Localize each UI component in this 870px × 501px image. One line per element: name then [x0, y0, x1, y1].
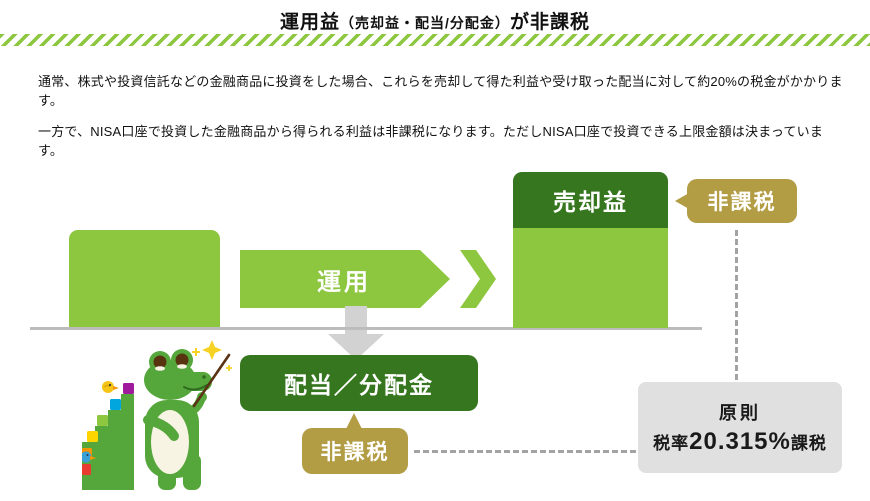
- tax-free-bottom-badge: 非課税: [302, 428, 408, 474]
- tax-note-title: 原則: [719, 403, 761, 423]
- page-title: 運用益（売却益・配当/分配金）が非課税: [0, 7, 870, 34]
- operation-arrow-label: 運用: [317, 268, 371, 296]
- blue-bird-icon: [82, 451, 96, 463]
- tax-free-top-badge: 非課税: [687, 179, 797, 223]
- title-main-right: が非課税: [509, 12, 590, 33]
- sale-gain-box: 売却益: [513, 172, 668, 228]
- tax-note-rate-line: 税率20.315%課税: [653, 428, 827, 456]
- mascot-left-arm: [143, 415, 179, 441]
- intro-paragraph-2: 一方で、NISA口座で投資した金融商品から得られる利益は非課税になります。ただし…: [38, 124, 824, 158]
- sparkle-icon: [192, 340, 232, 371]
- tax-rate-suffix: 課税: [790, 434, 827, 453]
- title-paren: （売却益・配当/分配金）: [340, 15, 510, 31]
- tax-rate-prefix: 税率: [653, 434, 690, 453]
- tax-rate-value: 20.315%: [689, 428, 791, 455]
- title-main-left: 運用益: [280, 12, 341, 33]
- tax-rate-note-box: 原則 税率20.315%課税: [638, 382, 842, 473]
- dashed-connector-vertical: [735, 230, 738, 380]
- crocodile-mascot-illustration: [82, 340, 232, 490]
- dashed-connector-horizontal: [414, 450, 636, 453]
- yellow-bird-icon: [102, 381, 119, 393]
- pointer-stick: [192, 353, 231, 408]
- intro-paragraph-1: 通常、株式や投資信託などの金融商品に投資をした場合、これらを売却して得た利益や受…: [38, 74, 843, 108]
- principal-portion-of-bar: [513, 228, 668, 328]
- tax-free-top-bubble-tail: [675, 193, 689, 209]
- ground-baseline: [30, 327, 702, 330]
- down-arrow-icon: [328, 306, 384, 360]
- stair-tail: [82, 394, 134, 490]
- operation-arrow-shape: [240, 250, 496, 308]
- principal-investment-block: [69, 230, 220, 328]
- stripe-divider: [0, 34, 870, 46]
- tax-free-bottom-bubble-tail: [346, 413, 362, 429]
- dividend-distribution-box: 配当／分配金: [240, 355, 478, 411]
